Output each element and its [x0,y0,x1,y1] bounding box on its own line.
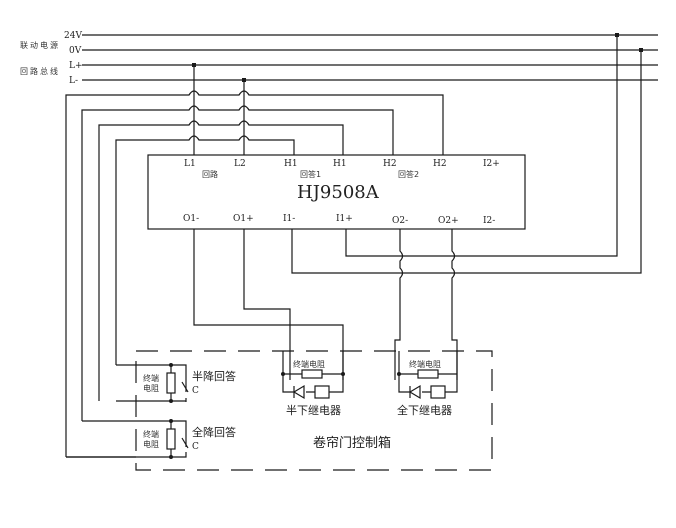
contact-switch-icon [181,381,189,393]
terminal-h2: H2 [433,159,447,169]
resistor-label: 电阻 [143,439,159,449]
full-relay-block [397,351,458,400]
terminal-o1-plus: O1+ [233,214,254,224]
resistor-label: 终端电阻 [409,359,441,369]
group-feedback1-label: 回答1 [300,169,321,179]
terminal-l1: L1 [184,159,196,169]
cabinet-label: 卷帘门控制箱 [313,435,391,451]
terminal-i2-minus: I2- [483,216,495,226]
half-relay-label: 半下继电器 [286,403,341,417]
resistor-label: 电阻 [143,383,159,393]
cabinet-box [135,350,493,471]
half-feedback-block [116,363,189,403]
wire-o1-minus [193,229,344,380]
full-feedback-block [66,419,189,459]
wire-o2-minus [394,229,404,380]
half-feedback-label: 半降回答 [192,369,236,383]
wire-24v-to-i1plus [345,35,618,257]
terminal-h1: H1 [284,159,298,169]
wire-0v-to-i1minus [291,50,642,274]
feedback-wires [65,90,444,458]
bus-label-24v: 24V [64,31,82,41]
terminal-o2-plus: O2+ [438,216,459,226]
wire-o1-plus-stub [243,229,291,380]
relay-coil-icon [430,385,446,399]
resistor-icon [166,428,176,450]
power-group-label: 联动电源 [20,40,60,50]
module-model: HJ9508A [297,182,380,203]
relay-coil-icon [314,385,330,399]
group-loop-label: 回路 [202,169,218,179]
terminal-o2-minus: O2- [392,216,408,226]
loop-bus-group-label: 回路总线 [20,66,60,76]
diode-icon [292,384,305,400]
terminal-l2: L2 [234,159,246,169]
resistor-icon [301,369,323,379]
contact-label: C [192,442,199,452]
wire-full-bottom-to-h2 [65,90,444,458]
wire-full-top-to-h2 [81,105,394,421]
group-feedback2-label: 回答2 [398,169,419,179]
full-feedback-label: 全降回答 [192,425,236,439]
wire-o2-plus [451,229,458,380]
terminal-o1-minus: O1- [183,214,199,224]
bus-label-l-minus: L- [69,76,78,86]
bus-label-l-plus: L+ [69,61,83,71]
full-relay-label: 全下继电器 [397,403,452,417]
bus-label-0v: 0V [69,46,82,56]
bus-lines [82,34,658,81]
half-relay-block [281,351,345,400]
resistor-icon [417,369,439,379]
wire-half-bottom-to-h1 [98,120,344,401]
contact-label: C [192,386,199,396]
terminal-h1: H1 [333,159,347,169]
terminal-i1-plus: I1+ [336,214,353,224]
resistor-icon [166,372,176,394]
contact-switch-icon [181,437,189,449]
terminal-h2: H2 [383,159,397,169]
wire-half-top-to-h1 [115,135,295,365]
terminal-i1-minus: I1- [283,214,295,224]
resistor-label: 终端 [143,373,159,383]
terminal-i2-plus: I2+ [483,159,500,169]
resistor-label: 终端 [143,429,159,439]
module-box [147,154,526,230]
diode-icon [408,384,421,400]
resistor-label: 终端电阻 [293,359,325,369]
